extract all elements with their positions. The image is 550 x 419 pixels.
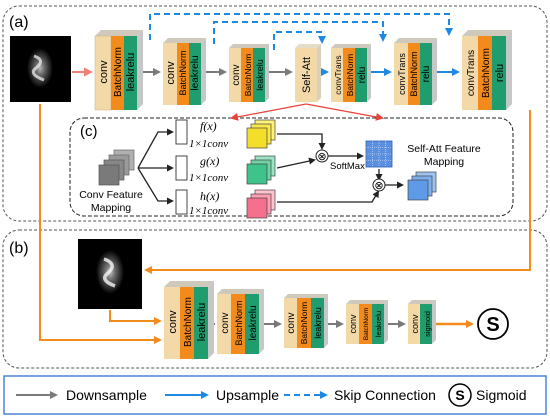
- enc1-conv-label: conv: [98, 60, 110, 84]
- enc-block-2: conv BatchNorm leakrelu: [163, 38, 206, 105]
- enc3-bn-label: BatchNorm: [243, 54, 253, 97]
- panel-b-label: (b): [9, 240, 29, 257]
- orange-line-dec-to-output: [144, 110, 531, 274]
- dec2-bn-label: BatchNorm: [409, 51, 419, 96]
- enc2-bn-label: BatchNorm: [178, 50, 188, 95]
- skip-connection-middle: [213, 21, 387, 44]
- disc2-bn-label: BatchNorm: [234, 300, 244, 345]
- h-feature-maps: [246, 189, 276, 219]
- g-label: g(x): [200, 154, 219, 168]
- multiply-symbol-2: ⊗: [374, 180, 383, 192]
- disc3-conv-label: conv: [286, 312, 297, 333]
- self-att-output-label-1: Self-Att Feature: [407, 143, 481, 155]
- enc-block-1: conv BatchNorm leakrelu: [94, 30, 143, 111]
- multiply-symbol-1: ⊗: [317, 151, 326, 163]
- enc2-lr-label: leakrelu: [190, 55, 201, 90]
- panel-a-label: (a): [9, 14, 29, 31]
- dec-block-3: convTrans BatchNorm relu: [462, 30, 512, 110]
- h-label: h(x): [200, 189, 219, 203]
- sigmoid-symbol: S: [486, 314, 499, 336]
- legend-upsample-label: Upsample: [216, 387, 279, 403]
- f-label: f(x): [200, 119, 217, 133]
- disc-block-3: conv BatchNorm leakrelu: [284, 294, 328, 348]
- self-att-output-label-2: Mapping: [424, 156, 464, 168]
- branch-line-f: [137, 128, 174, 169]
- panel-a-frame: [2, 5, 548, 222]
- dec1-bn-label: BatchNorm: [345, 54, 355, 97]
- panel-c-frame: [69, 117, 514, 217]
- input-image-a: [10, 36, 71, 102]
- legend-sigmoid-label: Sigmoid: [476, 387, 527, 403]
- enc1-lr-label: leakrelu: [125, 53, 137, 92]
- dec-block-2: convTrans BatchNorm relu: [394, 38, 437, 105]
- dec3-bn-label: BatchNorm: [481, 48, 492, 98]
- enc1-bn-label: BatchNorm: [113, 47, 124, 97]
- legend-sigmoid-icon: S: [448, 383, 472, 407]
- orange-line-output-to-b: [109, 310, 162, 325]
- conv1x1-label-h: 1×1conv: [189, 205, 228, 217]
- dec-block-1: convTrans BatchNorm relu: [331, 44, 371, 102]
- self-att-block: Self-Att: [295, 44, 321, 102]
- branch-line-h: [137, 167, 174, 205]
- disc2-lr-label: leakrelu: [248, 305, 259, 340]
- legend-skip-label: Skip Connection: [334, 387, 436, 403]
- conv1x1-box-h: [175, 189, 188, 215]
- f-feature-maps: [246, 119, 276, 149]
- enc3-conv-label: conv: [231, 64, 242, 85]
- skip-connection-outer: [149, 13, 453, 40]
- disc-block-5: conv sigmoid: [408, 300, 436, 344]
- output-image-b: [78, 239, 142, 309]
- att-zoom-line-left: [230, 103, 307, 121]
- dec1-relu-label: relu: [357, 67, 368, 84]
- disc4-bn-label: BatchNorm: [363, 308, 370, 341]
- disc3-lr-label: leakrelu: [313, 307, 323, 339]
- disc5-conv-label: conv: [410, 314, 420, 334]
- disc2-conv-label: conv: [220, 312, 231, 333]
- disc1-conv-label: conv: [167, 310, 179, 334]
- disc-block-2: conv BatchNorm leakrelu: [217, 289, 264, 354]
- g-feature-maps: [246, 155, 276, 185]
- conv1x1-label-g: 1×1conv: [189, 172, 228, 184]
- sigmoid-icon: S: [477, 308, 509, 340]
- dec1-convtrans-label: convTrans: [333, 55, 343, 94]
- enc2-conv-label: conv: [165, 61, 177, 85]
- conv1x1-box-g: [175, 155, 188, 181]
- disc4-conv-label: conv: [348, 314, 358, 334]
- panel-c-label: (c): [80, 123, 98, 140]
- attention-map: [365, 140, 393, 168]
- panel-b-frame: [2, 229, 548, 369]
- disc1-bn-label: BatchNorm: [183, 297, 194, 347]
- softmax-label: SoftMax: [330, 161, 365, 172]
- dec2-relu-label: relu: [421, 66, 432, 83]
- legend-sigmoid-symbol: S: [455, 387, 464, 403]
- line-f-to-mult: [277, 133, 326, 150]
- skip-connection-inner: [273, 31, 326, 50]
- disc1-lr-label: leakrelu: [196, 303, 208, 342]
- conv1x1-box-f: [175, 119, 188, 145]
- dec3-relu-label: relu: [494, 64, 506, 82]
- disc-block-1: conv BatchNorm leakrelu: [164, 281, 214, 359]
- disc4-lr-label: leakrelu: [374, 311, 383, 337]
- disc3-bn-label: BatchNorm: [299, 302, 309, 345]
- conv-feature-label-2: Mapping: [91, 202, 131, 214]
- self-att-feature-maps: [407, 171, 437, 201]
- att-zoom-line-right: [305, 103, 384, 121]
- dec2-convtrans-label: convTrans: [397, 53, 407, 95]
- legend-downsample-label: Downsample: [66, 387, 147, 403]
- dec3-convtrans-label: convTrans: [466, 50, 477, 96]
- disc-block-4: conv BatchNorm leakrelu: [346, 300, 388, 344]
- line-g-to-mult: [276, 157, 316, 169]
- line-h-to-mult2-b: [302, 190, 380, 203]
- conv1x1-label-f: 1×1conv: [189, 138, 228, 150]
- disc5-sigmoid-label: sigmoid: [423, 311, 432, 337]
- enc3-lr-label: leakrelu: [255, 59, 265, 91]
- enc-block-3: conv BatchNorm leakrelu: [229, 44, 269, 102]
- self-att-label: Self-Att: [301, 57, 313, 93]
- conv-feature-maps: [98, 149, 135, 186]
- conv-feature-label-1: Conv Feature: [79, 189, 143, 201]
- orange-line-input-to-b: [39, 104, 162, 344]
